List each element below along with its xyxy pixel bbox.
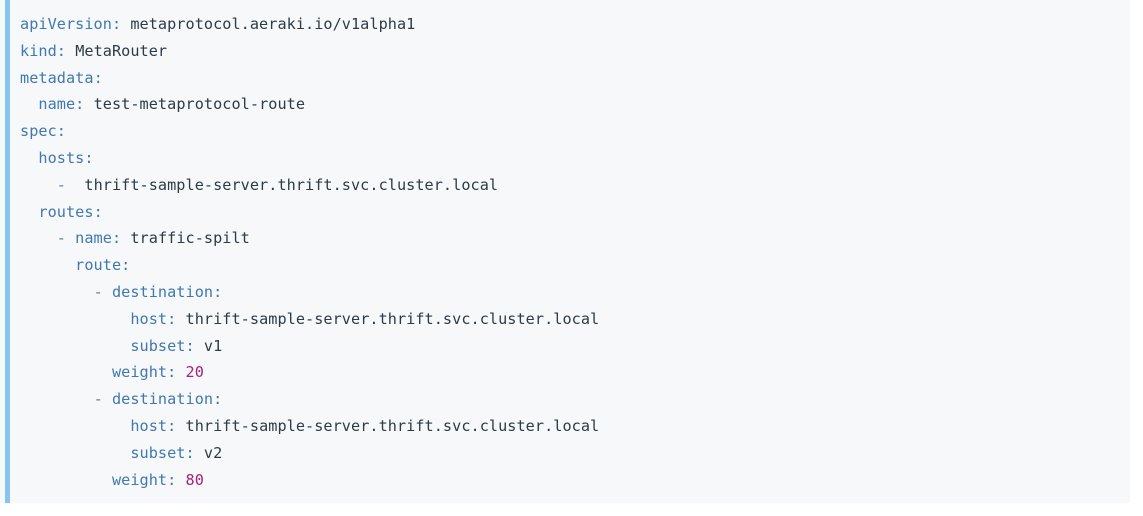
code-space [121,229,130,247]
code-line: metadata: [20,65,1130,92]
yaml-value: traffic-spilt [130,229,250,248]
yaml-value: thrift-sample-server.thrift.svc.cluster.… [185,416,600,435]
yaml-key: weight [111,470,168,489]
code-indent [20,95,38,113]
code-indent [20,229,57,247]
code-line: - destination: [20,386,1130,413]
code-space [121,15,130,33]
code-line: subset: v2 [20,440,1130,467]
code-line: routes: [20,199,1130,226]
yaml-colon: : [213,390,223,409]
code-line: - thrift-sample-server.thrift.svc.cluste… [20,172,1130,199]
yaml-list-dash: - [93,282,112,301]
yaml-key: metadata [20,68,94,87]
code-line: - destination: [20,279,1130,306]
yaml-colon: : [93,202,103,221]
code-line: - name: traffic-spilt [20,225,1130,252]
code-line: weight: 80 [20,467,1130,494]
yaml-colon: : [121,256,131,275]
yaml-key: spec [20,122,57,141]
yaml-key: name [75,229,112,248]
code-line: spec: [20,118,1130,145]
code-indent [20,444,130,462]
yaml-colon: : [56,41,66,60]
code-space [84,95,93,113]
yaml-value: metaprotocol.aeraki.io/v1alpha1 [130,15,416,33]
code-line: kind: MetaRouter [20,38,1130,65]
yaml-key: name [38,95,76,114]
code-indent [20,417,130,435]
yaml-key: weight [111,363,168,382]
yaml-key: subset [130,443,186,462]
code-space [176,417,185,435]
code-space [195,337,204,355]
code-indent [20,471,112,489]
yaml-value: MetaRouter [75,41,168,60]
yaml-list-dash: - [56,175,76,194]
code-indent [20,176,57,194]
yaml-key: hosts [38,148,85,167]
code-indent [20,149,38,167]
code-space [176,363,185,381]
yaml-colon: : [84,148,94,167]
yaml-colon: : [185,443,195,462]
code-line: hosts: [20,145,1130,172]
yaml-colon: : [111,15,122,33]
code-line: host: thrift-sample-server.thrift.svc.cl… [20,306,1130,333]
yaml-colon: : [167,470,177,489]
yaml-value: v2 [203,443,223,462]
yaml-colon: : [75,95,85,114]
yaml-key: kind [20,41,57,60]
code-line: apiVersion: metaprotocol.aeraki.io/v1alp… [20,11,1130,38]
code-indent [20,310,130,328]
yaml-colon: : [167,363,177,382]
code-line: route: [20,252,1130,279]
yaml-colon: : [213,282,223,301]
code-space [195,444,204,462]
code-space [176,310,185,328]
code-indent [20,337,130,355]
code-space [176,471,185,489]
yaml-value: thrift-sample-server.thrift.svc.cluster.… [84,175,499,194]
yaml-key: subset [130,336,186,355]
code-indent [20,363,112,381]
yaml-colon: : [93,68,103,87]
yaml-number-value: 20 [185,363,204,382]
yaml-key: destination [111,390,214,409]
yaml-number-value: 80 [185,470,204,489]
yaml-key: routes [38,202,94,221]
yaml-key: apiVersion [20,15,112,33]
code-indent [20,390,94,408]
code-line: host: thrift-sample-server.thrift.svc.cl… [20,413,1130,440]
yaml-colon: : [167,416,177,435]
yaml-list-dash: - [93,390,112,409]
code-line: subset: v1 [20,333,1130,360]
code-space [66,42,75,60]
yaml-key: host [130,416,168,435]
yaml-colon: : [185,336,195,355]
code-line: weight: 20 [20,359,1130,386]
yaml-key: destination [111,282,214,301]
yaml-colon: : [111,229,122,248]
yaml-value: v1 [203,336,223,355]
yaml-list-dash: - [56,229,76,248]
yaml-code-block: apiVersion: metaprotocol.aeraki.io/v1alp… [5,0,1130,503]
yaml-value: thrift-sample-server.thrift.svc.cluster.… [185,309,600,328]
code-indent [20,203,38,221]
code-indent [20,256,75,274]
yaml-key: route [75,256,122,275]
yaml-colon: : [56,122,66,141]
code-indent [20,283,94,301]
code-block-accent-bar [5,0,10,503]
code-space [75,176,84,194]
code-block-content[interactable]: apiVersion: metaprotocol.aeraki.io/v1alp… [20,11,1130,493]
yaml-colon: : [167,309,177,328]
code-line: name: test-metaprotocol-route [20,91,1130,118]
yaml-value: test-metaprotocol-route [93,95,306,114]
yaml-key: host [130,309,168,328]
